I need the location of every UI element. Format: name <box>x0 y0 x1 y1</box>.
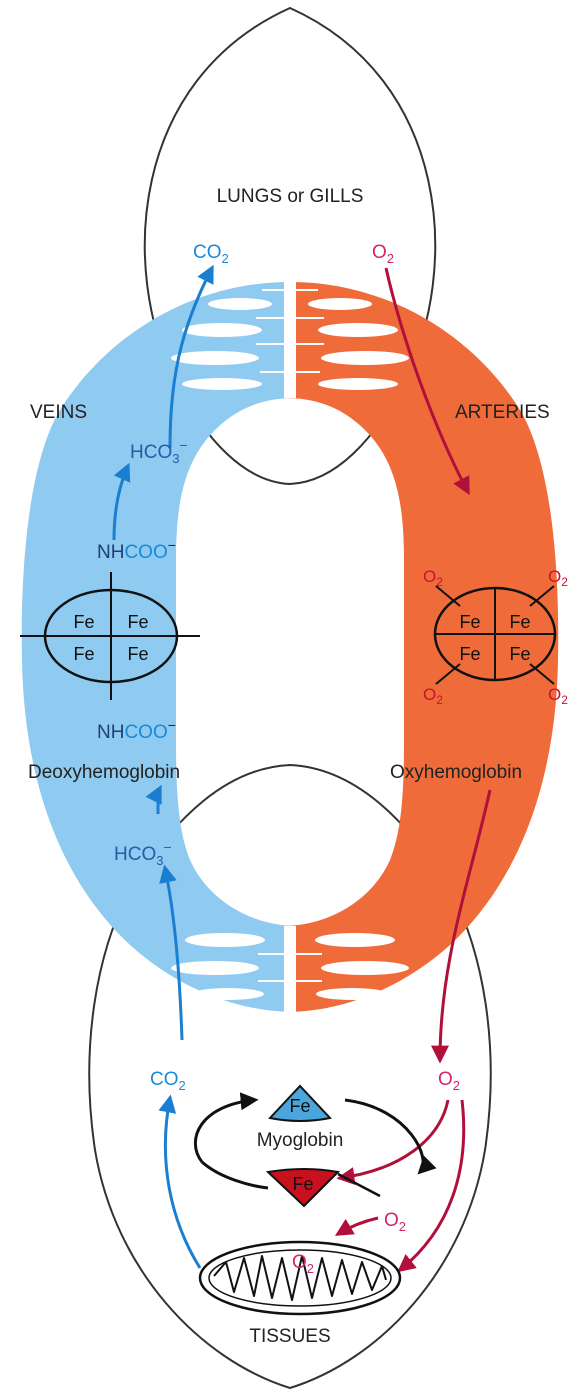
tissue-co2-label: CO2 <box>150 1069 186 1093</box>
tissue-capillary-bed <box>171 926 409 1012</box>
svg-text:Fe: Fe <box>459 612 480 632</box>
myoglobin-cycle-right-arrow <box>345 1100 423 1172</box>
svg-text:Fe: Fe <box>292 1174 313 1194</box>
oxy-o2-top-right: O2 <box>548 567 568 589</box>
o2-to-myoglobin-arrow <box>340 1100 448 1178</box>
lung-o2-label: O2 <box>372 242 394 266</box>
myoglobin-deoxy-icon: Fe <box>270 1086 330 1121</box>
oxyhemoglobin-label: Oxyhemoglobin <box>390 762 522 783</box>
venous-blood-band <box>22 282 295 1012</box>
myoglobin-label: Myoglobin <box>257 1130 344 1151</box>
myoglobin-o2-to-mito-arrow <box>338 1218 378 1234</box>
mito-co2-arrow <box>165 1098 200 1268</box>
svg-text:Fe: Fe <box>459 644 480 664</box>
svg-text:Fe: Fe <box>73 644 94 664</box>
veins-label: VEINS <box>30 402 87 423</box>
tissues-label: TISSUES <box>249 1326 330 1347</box>
oxy-o2-bottom-right: O2 <box>548 685 568 707</box>
lungs-label: LUNGS or GILLS <box>217 186 364 207</box>
deoxyhemoglobin-label: Deoxyhemoglobin <box>28 762 180 783</box>
svg-text:Fe: Fe <box>73 612 94 632</box>
svg-text:Fe: Fe <box>289 1096 310 1116</box>
hco3-upper-label: HCO3− <box>130 437 188 466</box>
arteries-label: ARTERIES <box>455 402 550 423</box>
myoglobin-cycle-bottom <box>202 1162 268 1188</box>
svg-text:Fe: Fe <box>127 644 148 664</box>
svg-text:Fe: Fe <box>127 612 148 632</box>
lung-co2-label: CO2 <box>193 242 229 266</box>
hco3-lower-label: HCO3− <box>114 839 172 868</box>
svg-text:Fe: Fe <box>509 612 530 632</box>
tissue-o2-label: O2 <box>438 1069 460 1093</box>
svg-text:Fe: Fe <box>509 644 530 664</box>
myoglobin-o2-label: O2 <box>384 1210 406 1234</box>
oxyhemoglobin-icon: Fe Fe Fe Fe <box>435 586 555 684</box>
myoglobin-cycle-top-arrow <box>195 1100 255 1162</box>
